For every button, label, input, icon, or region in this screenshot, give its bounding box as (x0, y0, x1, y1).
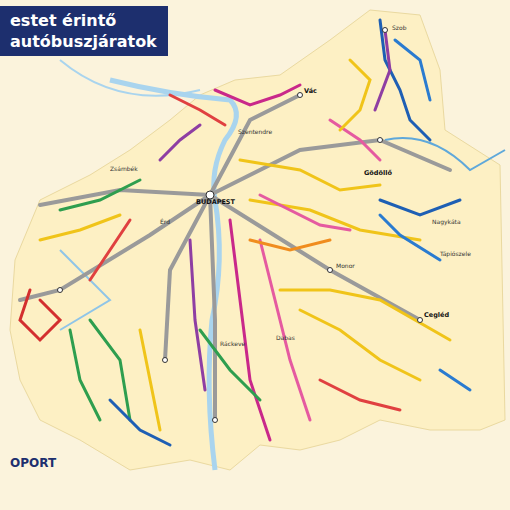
place-name: Szob (392, 24, 406, 31)
place-name: Szentendre (238, 128, 272, 135)
place-name: Érd (160, 218, 170, 225)
title-band: estet érintő autóbuszjáratok (0, 6, 168, 56)
place-name: Vác (304, 88, 317, 95)
stop-markers (58, 28, 423, 423)
border-line (385, 138, 505, 170)
river (60, 60, 200, 96)
place-name: Ráckeve (220, 340, 245, 347)
place-name: Dabas (276, 334, 295, 341)
place-name: Cegléd (424, 312, 449, 319)
place-name: Zsámbék (110, 165, 138, 172)
bus-routes (20, 20, 470, 445)
place-name: Tápiószele (440, 250, 471, 257)
place-name: Nagykáta (432, 218, 461, 225)
place-name: Monor (336, 262, 355, 269)
brand-mark: OPORT (10, 456, 56, 470)
place-name: Gödöllő (364, 170, 392, 177)
place-name: BUDAPEST (196, 199, 235, 206)
county-area (10, 10, 505, 470)
map-title: estet érintő autóbuszjáratok (10, 10, 160, 52)
